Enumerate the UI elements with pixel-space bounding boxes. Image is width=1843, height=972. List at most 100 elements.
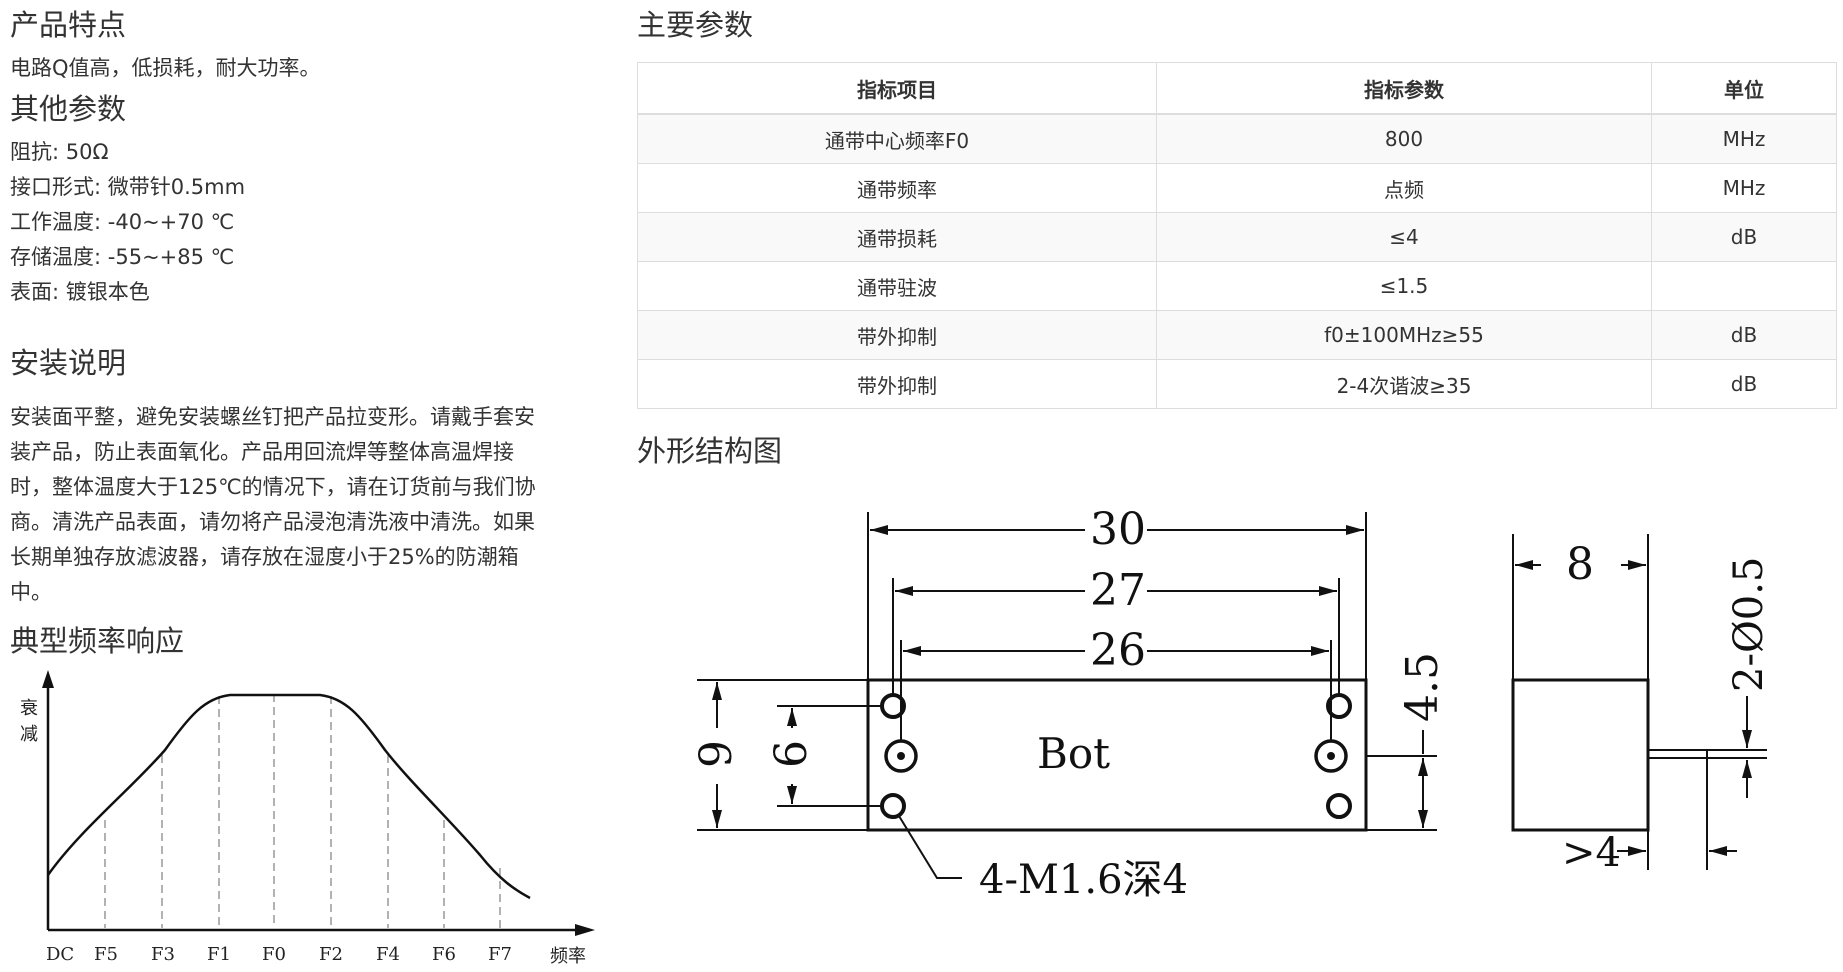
install-line: 时，整体温度大于125℃的情况下，请在订货前与我们协 (10, 475, 536, 499)
table-row: 带外抑制 2-4次谐波≥35 dB (637, 359, 1837, 409)
table-header: 单位 (1651, 62, 1837, 115)
arrow (1742, 760, 1752, 778)
table-cell: 通带驻波 (637, 261, 1157, 311)
param-row: 存储温度: -55~+85 ℃ (10, 240, 245, 275)
table-cell: dB (1651, 212, 1837, 262)
param-label: 接口形式: (10, 175, 108, 199)
table-cell: dB (1651, 310, 1837, 360)
port-connector (1314, 739, 1348, 773)
outline-title: 外形结构图 (637, 434, 783, 468)
param-row: 阻抗: 50Ω (10, 135, 245, 170)
port-connector-pin (1327, 752, 1335, 760)
arrow (895, 586, 913, 596)
dim-label-30: 30 (1090, 504, 1146, 555)
tick-label: F5 (94, 944, 118, 965)
response-title: 典型频率响应 (10, 624, 185, 658)
param-row: 表面: 镀银本色 (10, 275, 245, 310)
param-value: -40~+70 ℃ (107, 210, 235, 234)
tick-label: F3 (151, 944, 175, 965)
table-cell: 带外抑制 (637, 359, 1157, 409)
table-row: 通带损耗 ≤4 dB (637, 212, 1837, 262)
tick-label: DC (46, 944, 74, 965)
tick-label: F6 (432, 944, 456, 965)
dim-label-gt4: >4 (1562, 830, 1621, 876)
response-curve (46, 693, 531, 900)
port-connector (884, 739, 918, 773)
arrow (1319, 586, 1337, 596)
y-label-1: 衰 (20, 698, 38, 719)
arrow (787, 708, 797, 726)
tick-label: F1 (207, 944, 231, 965)
install-line: 商。清洗产品表面，请勿将产品浸泡清洗液中清洗。如果 (10, 510, 535, 534)
mount-hole (1326, 793, 1352, 819)
param-label: 工作温度: (10, 210, 108, 234)
arrow (870, 525, 888, 535)
main-params-title: 主要参数 (637, 8, 754, 42)
arrow (903, 646, 921, 656)
x-axis-arrow (575, 924, 595, 936)
dim-label-pin: 2-Ø0.5 (1726, 557, 1772, 692)
other-params-title: 其他参数 (10, 92, 127, 126)
param-row: 工作温度: -40~+70 ℃ (10, 205, 245, 240)
label-screw: 4-M1.6深4 (979, 857, 1188, 903)
arrow (1311, 646, 1329, 656)
install-line: 中。 (10, 580, 52, 604)
mount-hole (880, 793, 906, 819)
y-label-2: 减 (20, 724, 38, 745)
label-bot: Bot (1037, 729, 1110, 778)
install-line: 安装面平整，避免安装螺丝钉把产品拉变形。请戴手套安 (10, 405, 535, 429)
dim-label-26: 26 (1090, 625, 1146, 676)
tick-label: F0 (262, 944, 286, 965)
param-value: 微带针0.5mm (107, 175, 246, 199)
table-row: 通带中心频率F0 800 MHz (637, 113, 1837, 164)
arrow (1418, 810, 1428, 828)
filter-body (866, 678, 1368, 832)
arrow (712, 810, 722, 828)
dim-label-6: 6 (766, 740, 817, 768)
dim-label-9: 9 (691, 740, 742, 768)
dim-label-27: 27 (1090, 565, 1146, 616)
table-cell: dB (1651, 359, 1837, 409)
table-header: 指标参数 (1156, 62, 1652, 115)
features-title: 产品特点 (10, 8, 127, 42)
table-cell: 800 (1156, 113, 1652, 164)
table-cell: ≤4 (1156, 212, 1652, 262)
dim-label-8: 8 (1566, 539, 1594, 590)
tick-label: F7 (488, 944, 512, 965)
table-cell: 通带损耗 (637, 212, 1157, 262)
table-cell: MHz (1651, 163, 1837, 213)
table-cell: 2-4次谐波≥35 (1156, 359, 1652, 409)
table-cell: 带外抑制 (637, 310, 1157, 360)
table-row: 带外抑制 f0±100MHz≥55 dB (637, 310, 1837, 360)
param-value: 50Ω (65, 140, 109, 164)
params-table: 指标项目 指标参数 单位 通带中心频率F0 800 MHz 通带频率 点频 MH… (637, 62, 1837, 409)
arrow (1346, 525, 1364, 535)
install-line: 长期单独存放滤波器，请存放在湿度小于25%的防潮箱 (10, 545, 519, 569)
arrow (712, 682, 722, 700)
arrow (787, 786, 797, 804)
table-cell: 点频 (1156, 163, 1652, 213)
arrow (1628, 560, 1646, 570)
tick-label: F4 (376, 944, 400, 965)
install-title: 安装说明 (10, 346, 127, 380)
table-cell: f0±100MHz≥55 (1156, 310, 1652, 360)
port-connector-pin (897, 752, 905, 760)
arrow (1628, 846, 1646, 856)
table-cell: ≤1.5 (1156, 261, 1652, 311)
outline-drawing: 30 27 26 9 6 4.5 8 2-Ø0.5 >4 Bot 4-M1.6深… (691, 504, 1772, 903)
param-value: 镀银本色 (65, 280, 150, 304)
arrow (1742, 730, 1752, 748)
arrow (1515, 560, 1533, 570)
param-label: 存储温度: (10, 245, 108, 269)
param-value: -55~+85 ℃ (107, 245, 235, 269)
install-text: 安装面平整，避免安装螺丝钉把产品拉变形。请戴手套安 装产品，防止表面氧化。产品用… (10, 400, 536, 610)
table-cell: 通带中心频率F0 (637, 113, 1157, 164)
dim-label-4-5: 4.5 (1397, 652, 1448, 722)
table-cell: MHz (1651, 113, 1837, 164)
mount-hole (1326, 693, 1352, 719)
table-cell: 通带频率 (637, 163, 1157, 213)
x-label: 频率 (550, 946, 586, 967)
table-row: 通带频率 点频 MHz (637, 163, 1837, 213)
param-label: 阻抗: (10, 140, 66, 164)
y-axis-arrow (42, 670, 54, 688)
